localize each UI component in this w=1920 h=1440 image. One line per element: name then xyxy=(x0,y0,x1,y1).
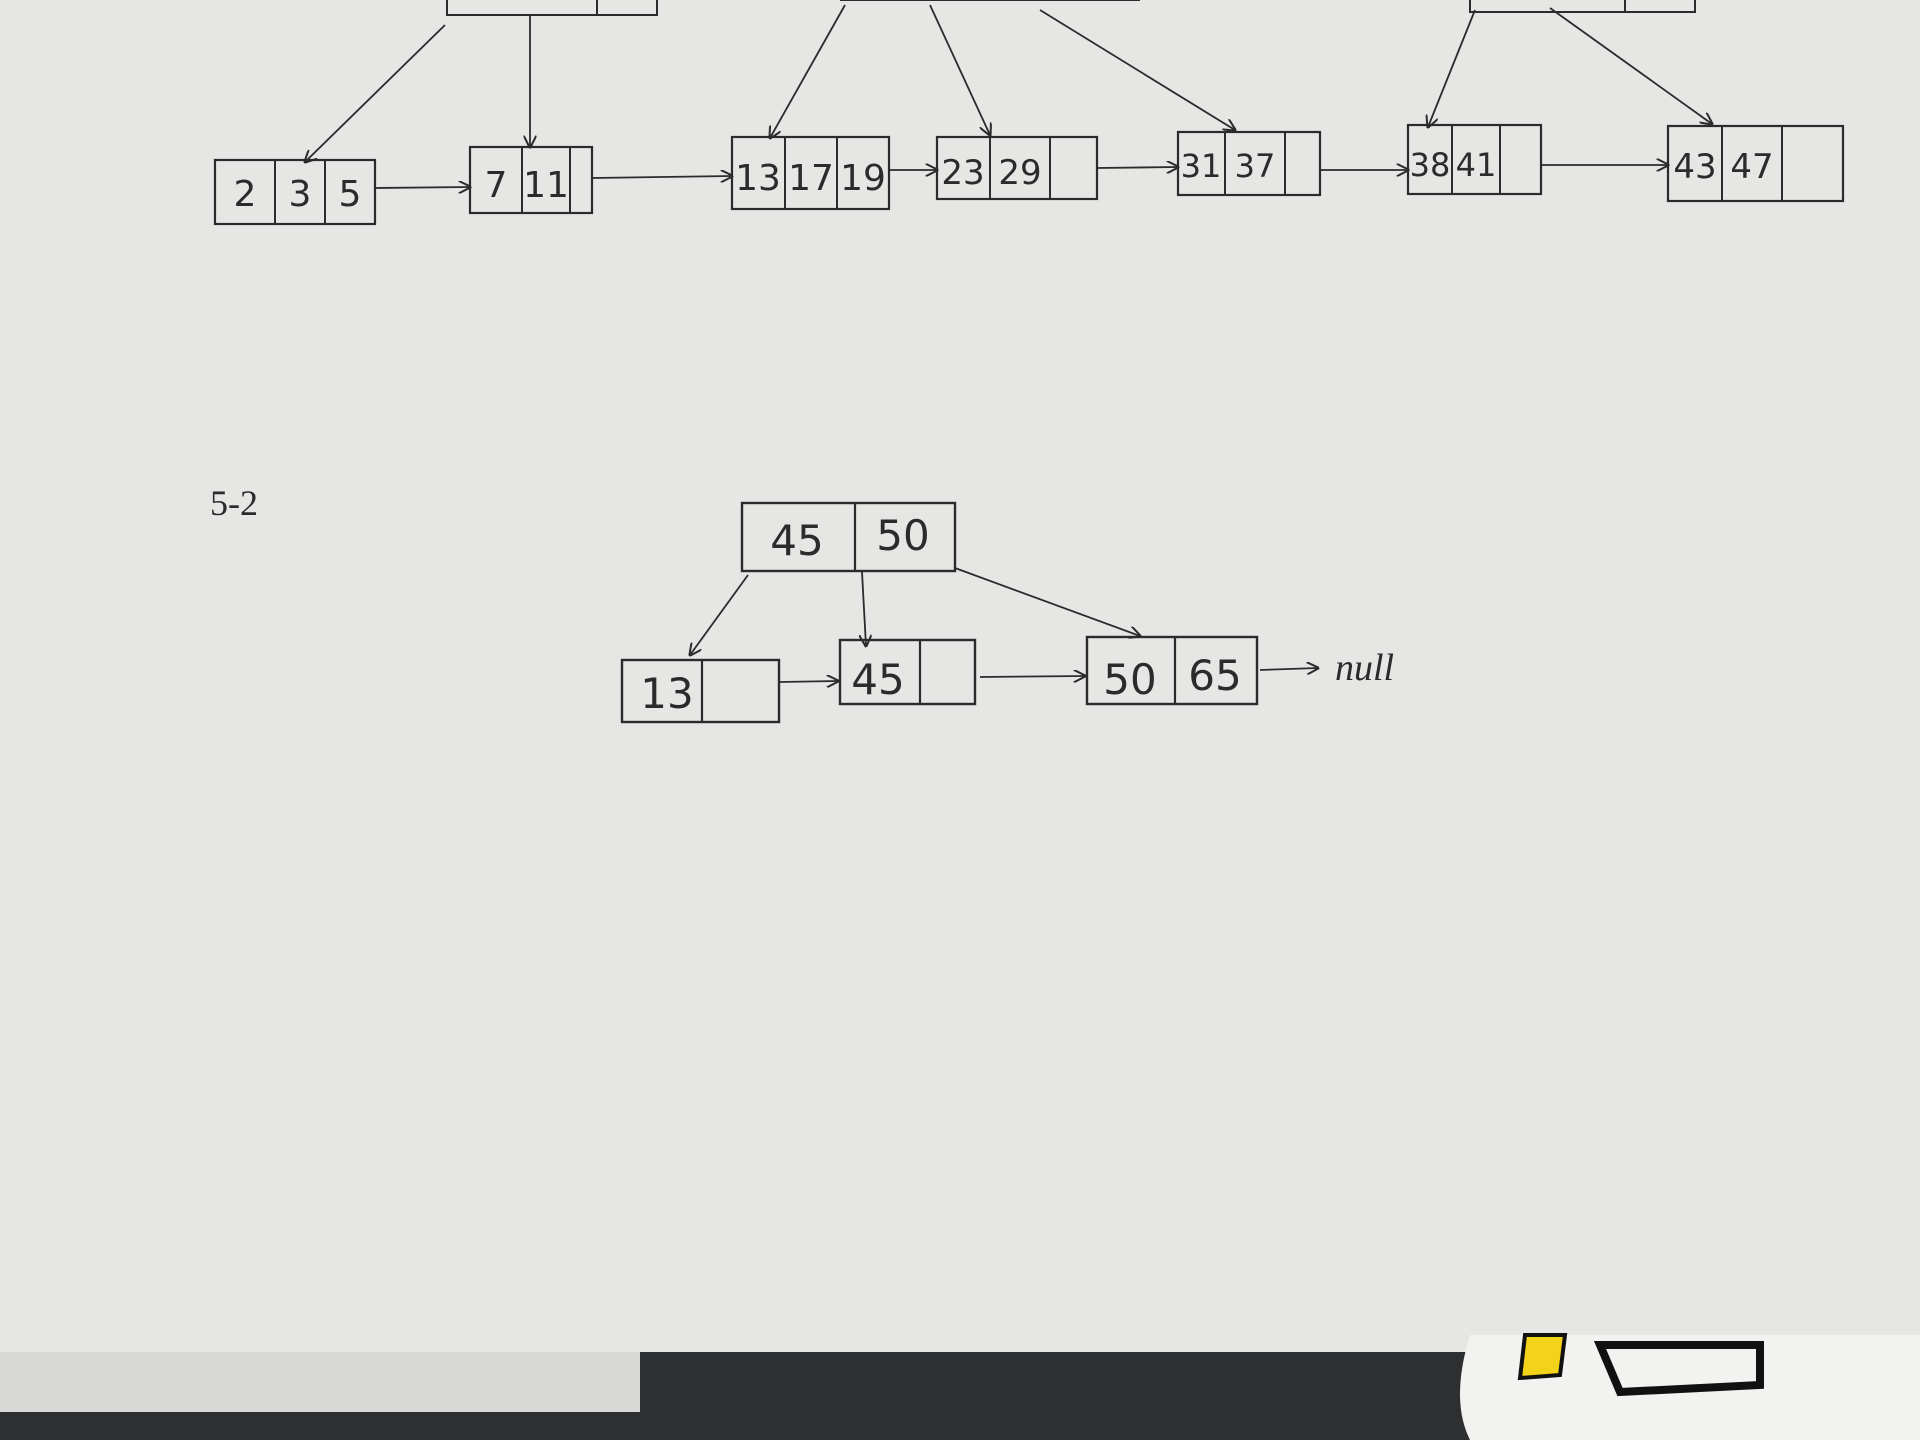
root-node: 45 50 xyxy=(740,501,957,573)
top-tree: 2 3 5 7 11 13 17 19 23 xyxy=(213,0,1845,226)
pointer-arrow xyxy=(929,4,990,135)
leaf-key: 41 xyxy=(1456,146,1497,184)
leaf-key: 47 xyxy=(1730,147,1773,187)
leaf-key: 7 xyxy=(485,165,508,206)
leaf-key: 13 xyxy=(640,669,693,718)
leaf-node-2: 7 11 xyxy=(468,145,594,215)
leaf-node-5: 31 37 xyxy=(1176,130,1322,197)
pointer-arrow xyxy=(770,4,846,138)
null-label: null xyxy=(1335,647,1394,689)
top-internal-node-left xyxy=(446,0,658,16)
leaf-node-1: 2 3 5 xyxy=(213,158,377,226)
pointer-arrow xyxy=(305,24,446,162)
root-key: 45 xyxy=(770,516,823,565)
leaf-key: 37 xyxy=(1235,147,1276,185)
pointer-arrow xyxy=(862,571,866,646)
leaf-node-50: 50 65 xyxy=(1085,635,1259,706)
pointer-arrow xyxy=(1039,9,1235,130)
next-leaf-arrow xyxy=(374,187,470,188)
null-arrow xyxy=(1259,668,1318,670)
root-key: 50 xyxy=(876,511,929,560)
leaf-key: 11 xyxy=(523,165,569,206)
next-leaf-arrow xyxy=(778,681,838,682)
leaf-key: 38 xyxy=(1410,146,1451,184)
top-internal-node-right xyxy=(1469,0,1696,13)
paper-edge xyxy=(0,1352,640,1412)
pointer-arrow xyxy=(1428,9,1476,127)
leaf-key: 3 xyxy=(289,174,312,215)
figure-label: 5-2 xyxy=(210,483,258,523)
leaf-node-7: 43 47 xyxy=(1666,124,1845,203)
next-leaf-arrow xyxy=(1096,167,1178,168)
next-leaf-arrow xyxy=(979,676,1085,677)
bottom-tree: 45 50 13 45 50 65 nul xyxy=(620,501,1394,724)
paper-sheet xyxy=(0,0,1920,1352)
leaf-key: 13 xyxy=(735,158,781,199)
pointer-arrow xyxy=(1549,7,1712,124)
leaf-node-6: 38 41 xyxy=(1406,123,1543,196)
leaf-key: 50 xyxy=(1103,655,1156,704)
leaf-node-3: 13 17 19 xyxy=(730,135,891,211)
pointer-arrow xyxy=(954,567,1140,636)
leaf-node-13: 13 xyxy=(620,658,781,724)
leaf-key: 29 xyxy=(998,153,1041,193)
leaf-key: 43 xyxy=(1673,147,1716,187)
leaf-key: 17 xyxy=(788,158,834,199)
leaf-key: 2 xyxy=(234,174,257,215)
leaf-key: 23 xyxy=(941,153,984,193)
pointer-arrow xyxy=(690,574,749,655)
leaf-key: 31 xyxy=(1181,147,1222,185)
leaf-key: 45 xyxy=(851,655,904,704)
sticker xyxy=(1460,1333,1920,1440)
leaf-key: 5 xyxy=(339,174,362,215)
leaf-key: 65 xyxy=(1188,651,1241,700)
leaf-key: 19 xyxy=(840,158,886,199)
leaf-node-45: 45 xyxy=(838,638,977,706)
next-leaf-arrow xyxy=(591,176,732,178)
